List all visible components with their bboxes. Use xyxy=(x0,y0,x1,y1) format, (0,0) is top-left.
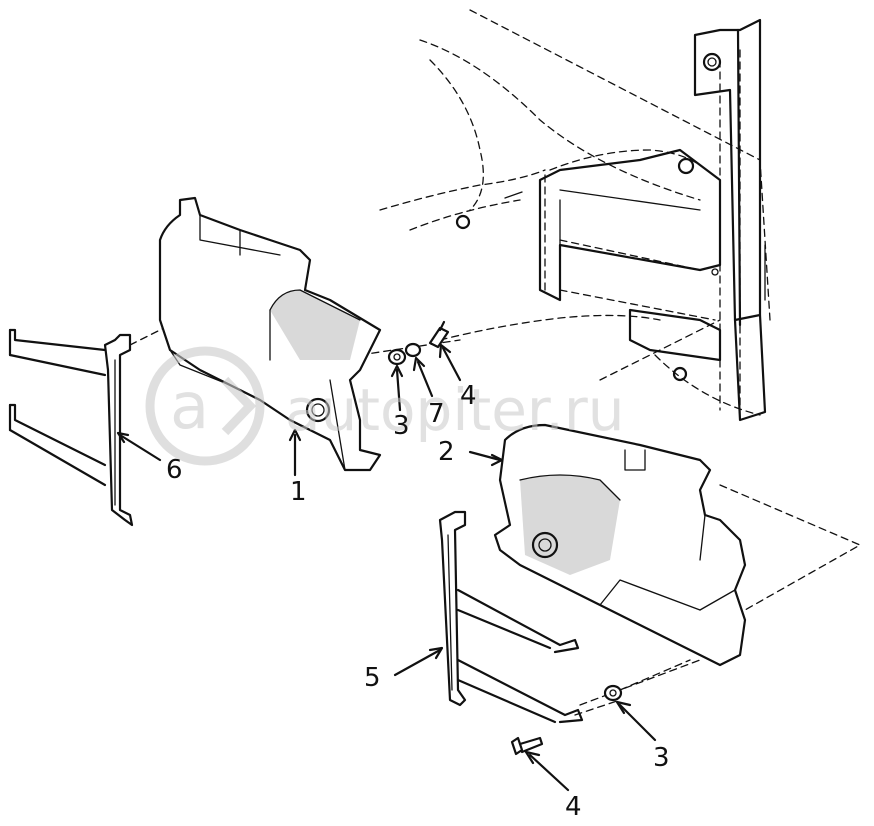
callout-labels: 1 2 3 7 4 6 5 3 4 xyxy=(166,381,670,822)
part-1-left-shield xyxy=(158,196,382,472)
callout-6: 6 xyxy=(166,455,183,485)
nut-3-lower xyxy=(603,684,623,702)
part-6-left-bracket xyxy=(8,328,134,527)
watermark: a autopiter.ru xyxy=(145,346,624,466)
bolt-4-upper xyxy=(428,320,450,349)
part-5-right-bracket xyxy=(438,510,584,724)
callout-2: 2 xyxy=(438,437,455,467)
washer-7 xyxy=(404,342,422,358)
a-chevron-logo-icon: a xyxy=(145,346,265,466)
bolt-4-lower xyxy=(510,736,544,756)
callout-1: 1 xyxy=(290,477,307,507)
mounting-bracket xyxy=(455,148,722,382)
callout-4-upper: 4 xyxy=(460,381,477,411)
callout-7: 7 xyxy=(428,399,445,429)
callout-5: 5 xyxy=(364,663,381,693)
svg-text:a: a xyxy=(170,370,209,444)
callout-3-lower: 3 xyxy=(653,743,670,773)
callout-4-lower: 4 xyxy=(565,792,582,822)
leader-lines xyxy=(116,343,657,792)
nut-3-upper xyxy=(387,348,407,366)
watermark-text: autopiter.ru xyxy=(285,376,624,444)
frame-rail xyxy=(693,18,767,422)
part-2-right-shield xyxy=(493,423,747,667)
callout-3-upper: 3 xyxy=(393,411,410,441)
